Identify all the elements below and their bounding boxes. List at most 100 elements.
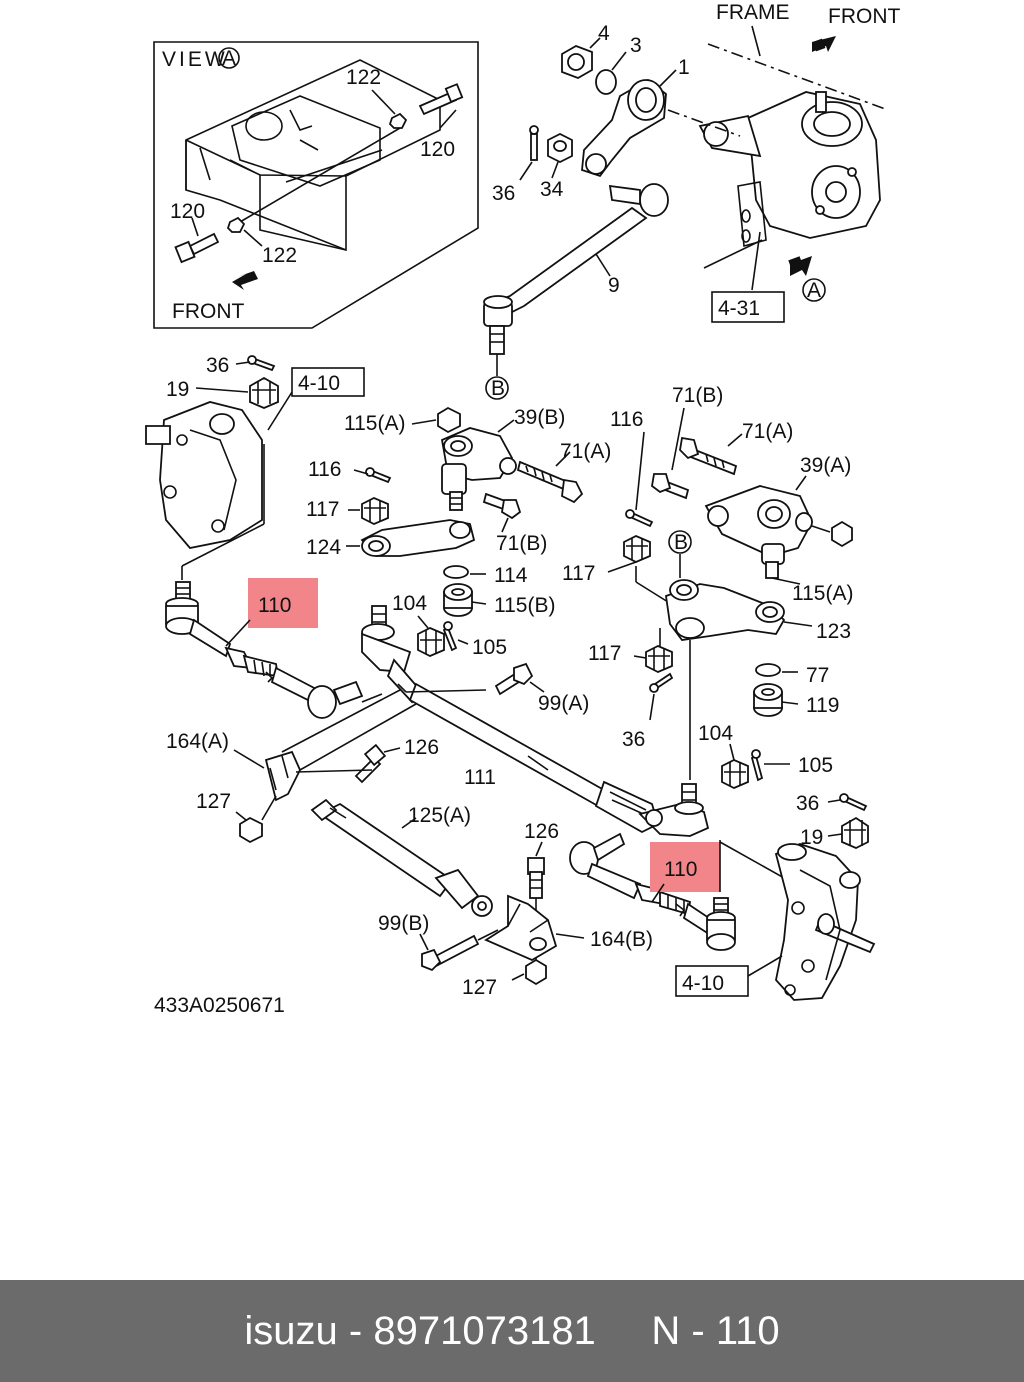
idler-arm-123	[665, 579, 786, 641]
cotter-pin-105-left	[442, 621, 458, 652]
tie-rod-end-110-left	[165, 581, 364, 719]
callout-71b-right: 71(B)	[672, 384, 723, 407]
callout-3: 3	[630, 34, 642, 57]
callout-71a-right: 71(A)	[742, 420, 793, 443]
nut-4	[561, 45, 593, 79]
inset-label-122-top: 122	[346, 66, 381, 89]
bracket-164b	[484, 894, 558, 962]
highlight-110-right	[650, 842, 720, 892]
idler-bracket-39a	[704, 485, 814, 579]
bolt-71a-upper	[516, 460, 584, 504]
castle-nut-19-right	[841, 816, 869, 849]
castle-nut-117-right	[623, 535, 651, 563]
left-knuckle-group: 36 19 4-10	[145, 354, 365, 580]
cotter-pin-116-right	[625, 509, 654, 528]
callout-126-left: 126	[404, 736, 439, 759]
view-a-marker: A	[807, 279, 821, 302]
callout-164b: 164(B)	[590, 928, 653, 951]
cotter-pin-36-left	[247, 355, 276, 372]
pitman-arm-1	[581, 78, 667, 178]
inset-label-122-bottom: 122	[262, 244, 297, 267]
castle-nut-117-lower	[645, 645, 673, 673]
steering-linkage-diagram: VIEW A 122 120 120 122	[145, 1, 900, 1017]
callout-34: 34	[540, 178, 564, 201]
inset-nut-upper	[388, 112, 408, 129]
callout-164a: 164(A)	[166, 730, 229, 753]
callout-117-lower: 117	[588, 642, 621, 665]
callout-111: 111	[464, 766, 496, 789]
inset-frame-rail	[185, 59, 441, 252]
castle-nut-34	[547, 132, 573, 164]
right-knuckle-group: 36 19 4-10	[675, 792, 876, 1001]
drag-link-9	[483, 183, 669, 355]
washer-114	[443, 565, 469, 579]
callout-36-left: 36	[206, 354, 229, 377]
callout-39b: 39(B)	[514, 406, 565, 429]
callout-36-center: 36	[622, 728, 645, 751]
inset-view-marker-circle	[218, 47, 240, 69]
callout-115a-upper: 115(A)	[344, 412, 405, 435]
inset-frame-hole	[245, 111, 283, 141]
ref-4-10-left: 4-10	[298, 372, 340, 395]
part-info-footer: isuzu - 8971073181 N - 110	[0, 1280, 1024, 1382]
cotter-pin-36-top	[529, 125, 539, 161]
callout-117-upper: 117	[306, 498, 339, 521]
left-knuckle	[159, 401, 263, 549]
castle-nut-19-left	[249, 376, 279, 409]
idler-arm-124	[360, 519, 476, 557]
callout-39a: 39(A)	[800, 454, 851, 477]
tie-rod-end-110-right	[569, 832, 736, 951]
callout-36-right: 36	[796, 792, 819, 815]
inset-view-marker: A	[222, 47, 236, 70]
inset-front-label: FRONT	[172, 300, 244, 323]
callout-115a-right: 115(A)	[792, 582, 853, 605]
callout-4: 4	[598, 22, 610, 45]
nut-127-right	[525, 958, 547, 986]
inset-title: VIEW	[162, 48, 228, 71]
callout-9: 9	[608, 274, 620, 297]
inset-view-a: VIEW A 122 120 120 122	[153, 41, 479, 329]
ref-box-4-10-right	[675, 965, 749, 997]
tie-rod-assembly: 110 111 104	[165, 578, 835, 999]
callout-1: 1	[678, 56, 690, 79]
cotter-pin-116-upper	[365, 467, 392, 484]
view-a-marker-circle	[802, 278, 826, 302]
marker-b-right-circle	[668, 530, 692, 554]
highlight-110-left	[248, 578, 318, 628]
callout-105-left: 105	[472, 636, 507, 659]
cotter-pin-36-center	[649, 672, 674, 693]
callout-71b-upper: 71(B)	[496, 532, 547, 555]
ref-box-4-10-left	[291, 367, 365, 397]
castle-nut-104-right	[721, 759, 749, 789]
marker-b-top: B	[491, 377, 505, 400]
callout-110-right: 110	[664, 858, 697, 881]
cotter-pin-105-right	[750, 749, 764, 782]
marker-b-right: B	[674, 531, 688, 554]
bolt-126-left	[354, 743, 387, 784]
inset-bolt-lower	[174, 232, 220, 264]
idler-bracket-39b	[440, 427, 517, 511]
right-knuckle	[774, 843, 859, 1001]
inset-front-arrow-icon	[232, 271, 258, 290]
center-upper-parts: 115(A) 39(B) 71(A) 116	[306, 406, 611, 617]
callout-104-left: 104	[392, 592, 427, 615]
inset-label-120-right: 120	[420, 138, 455, 161]
nut-127-left	[239, 816, 263, 844]
callout-114: 114	[494, 564, 528, 587]
callout-105-right: 105	[798, 754, 833, 777]
nut-115a-upper	[437, 406, 461, 434]
callout-36-top: 36	[492, 182, 515, 205]
ref-4-10-right: 4-10	[682, 972, 724, 995]
callout-19-right: 19	[800, 826, 823, 849]
right-upper-parts: 116 71(B) 71(A) 39(A) 115(A)	[562, 384, 853, 780]
footer-ref: N - 110	[651, 1308, 780, 1353]
callout-99b: 99(B)	[378, 912, 429, 935]
callout-117-right: 117	[562, 562, 595, 585]
callout-110-left: 110	[258, 594, 291, 617]
bushing-119	[753, 683, 783, 717]
bolt-99a	[494, 662, 534, 696]
frame-label: FRAME	[716, 1, 790, 24]
callout-123: 123	[816, 620, 851, 643]
inset-bolt-upper	[418, 83, 464, 116]
bolt-126-right	[527, 857, 545, 899]
